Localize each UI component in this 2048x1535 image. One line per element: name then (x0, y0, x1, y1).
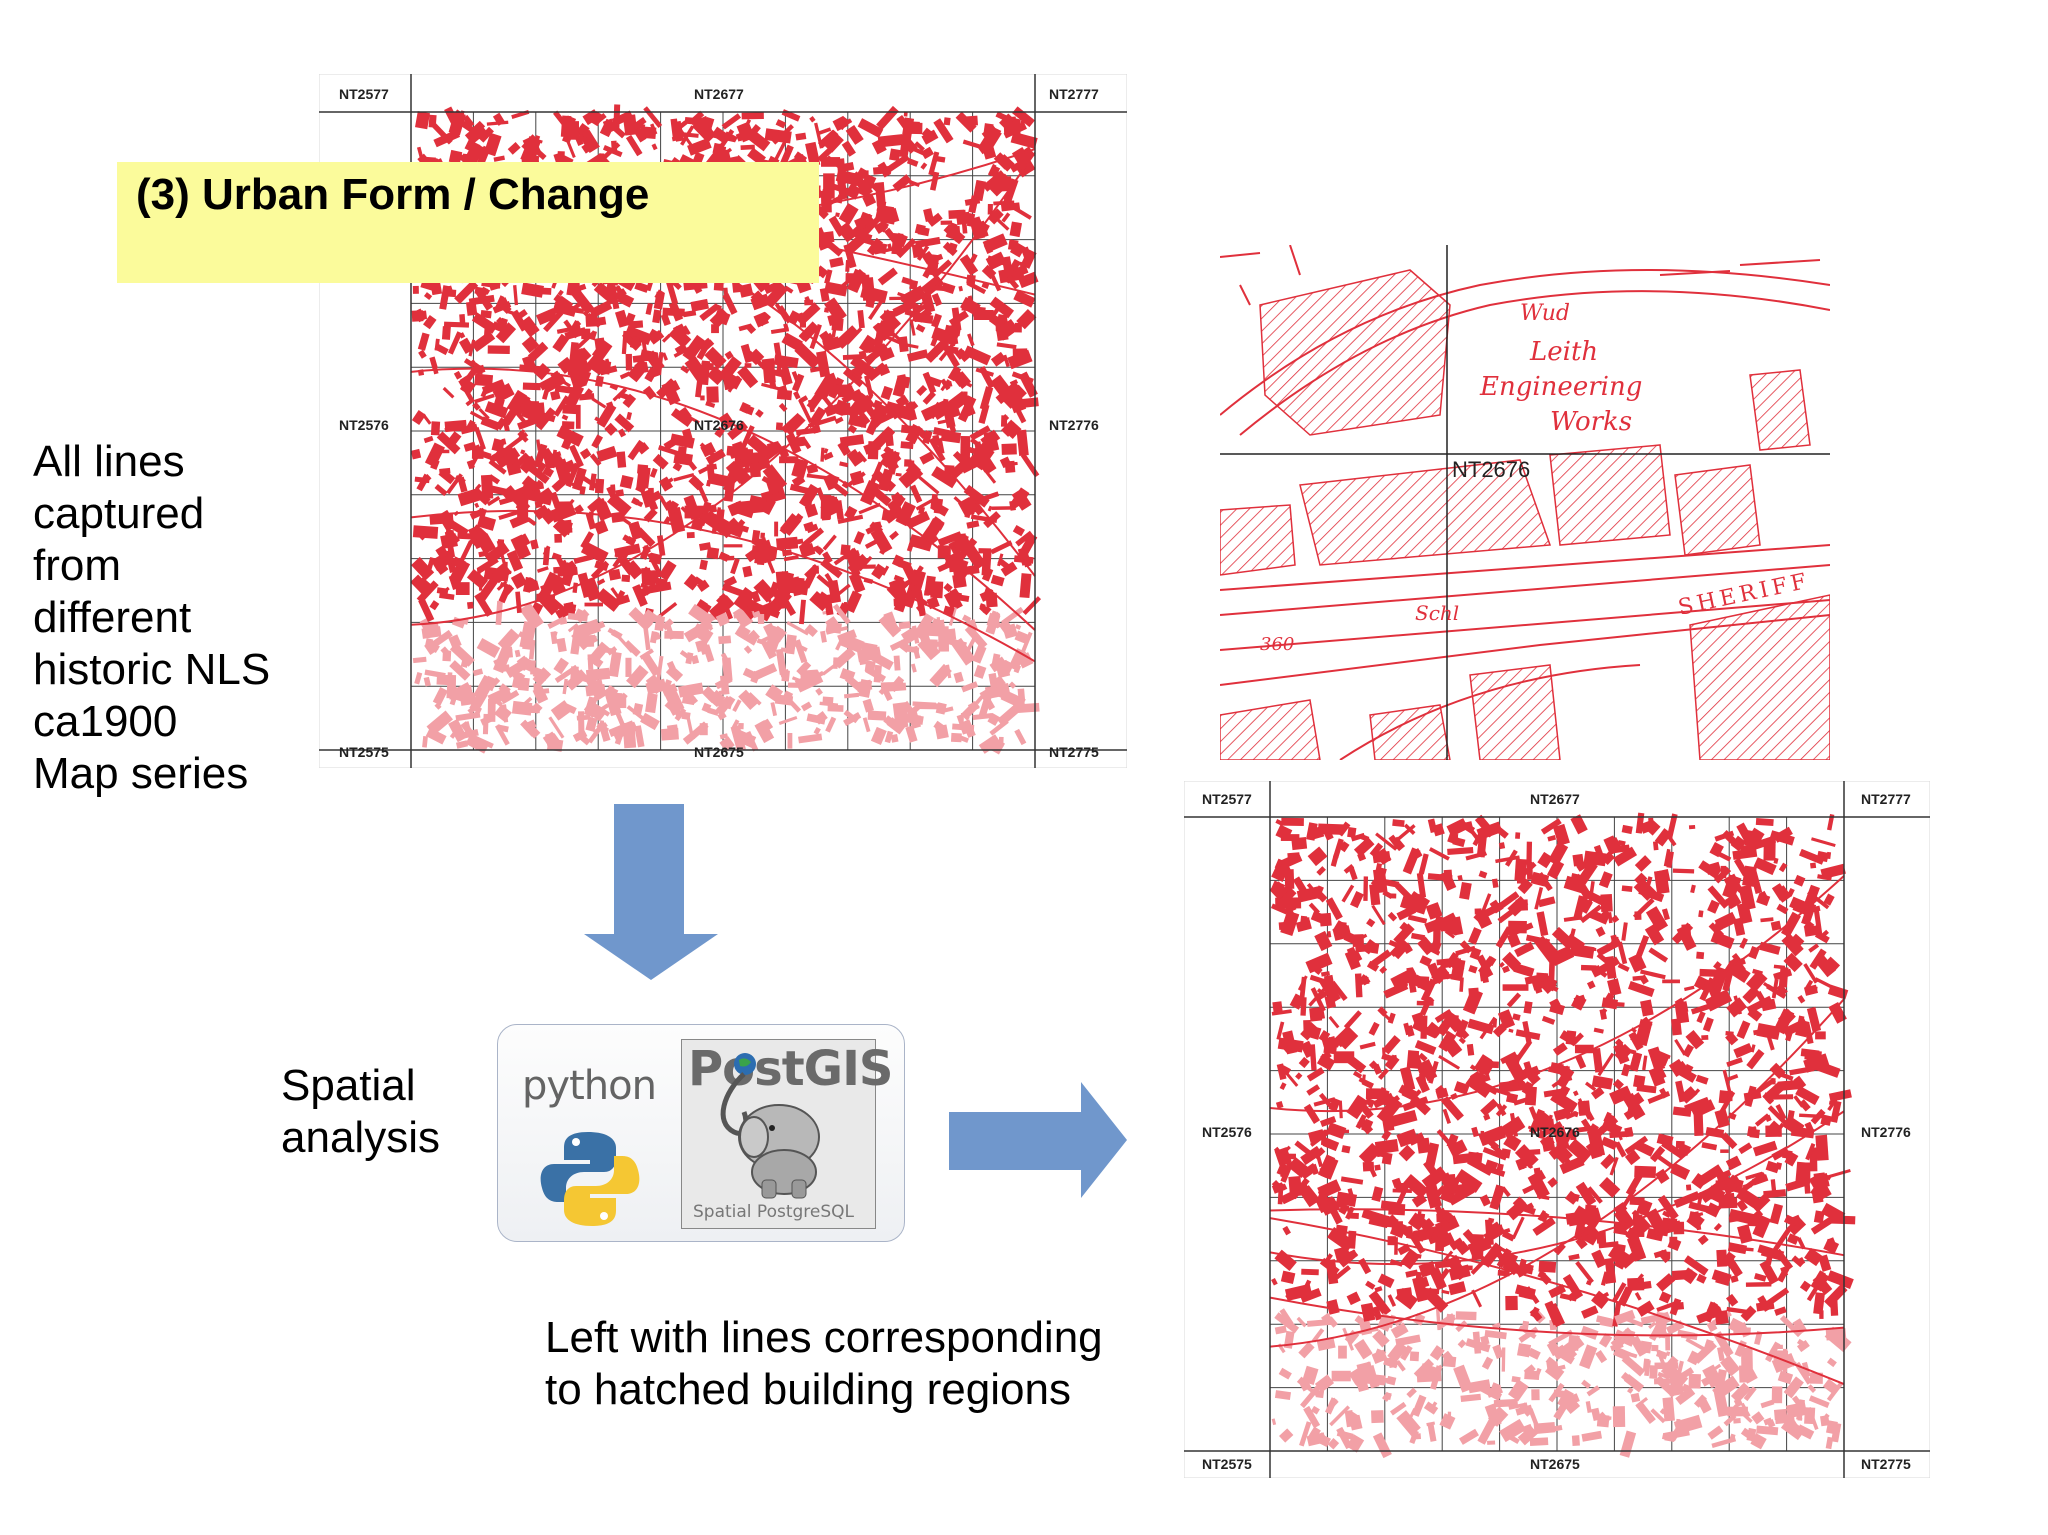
postgis-elephant-icon (704, 1052, 834, 1207)
bottom-caption-line: to hatched building regions (545, 1365, 1071, 1414)
tile-label-nt2777: NT2777 (1049, 86, 1099, 102)
tile-label-nt2776: NT2776 (1861, 1124, 1911, 1140)
postgis-wordmark: PostGIS (688, 1041, 893, 1097)
spatial-line: Spatial (281, 1061, 416, 1110)
right-arrow (949, 1082, 1127, 1203)
down-arrow (584, 804, 718, 985)
tile-label-nt2577: NT2577 (1202, 791, 1252, 807)
result-map: NT2577 NT2677 NT2777 NT2576 NT2676 NT277… (1184, 781, 1930, 1478)
handwriting-number: 360 (1260, 634, 1294, 655)
tile-label-nt2675: NT2675 (1530, 1456, 1580, 1472)
left-caption: All lines captured from different histor… (33, 436, 323, 800)
left-caption-line: Map series (33, 749, 249, 798)
tile-label-nt2575: NT2575 (339, 744, 389, 760)
left-caption-line: from (33, 541, 121, 590)
tile-label-nt2676: NT2676 (1530, 1124, 1580, 1140)
detail-tile-label: NT2676 (1452, 457, 1530, 482)
tile-label-nt2777: NT2777 (1861, 791, 1911, 807)
handwriting-road: Wud (1520, 301, 1570, 326)
handwriting-engineering: Engineering (1479, 372, 1642, 402)
left-caption-line: historic NLS (33, 645, 271, 694)
bottom-caption-line: Left with lines corresponding (545, 1313, 1103, 1362)
tile-label-nt2677: NT2677 (694, 86, 744, 102)
python-wordmark: python (522, 1063, 657, 1109)
left-caption-line: All lines (33, 437, 185, 486)
handwriting-works: Works (1550, 407, 1632, 437)
tile-label-nt2575: NT2575 (1202, 1456, 1252, 1472)
tile-label-nt2576: NT2576 (339, 417, 389, 433)
spatial-line: analysis (281, 1113, 440, 1162)
tile-label-nt2775: NT2775 (1049, 744, 1099, 760)
tile-label-nt2776: NT2776 (1049, 417, 1099, 433)
title-box (117, 162, 819, 283)
left-caption-line: ca1900 (33, 697, 178, 746)
left-caption-line: captured (33, 489, 205, 538)
tile-label-nt2677: NT2677 (1530, 791, 1580, 807)
python-logo-icon (540, 1130, 640, 1233)
handwriting-school: Schl (1415, 601, 1459, 625)
handwriting-leith: Leith (1529, 337, 1598, 367)
spatial-analysis-label: Spatial analysis (281, 1060, 440, 1164)
detail-map: NT2676 Leith Engineering Works SHERIFF W… (1220, 245, 1830, 760)
postgis-subtitle: Spatial PostgreSQL (693, 1202, 855, 1222)
tile-label-nt2675: NT2675 (694, 744, 744, 760)
tile-label-nt2676: NT2676 (694, 417, 744, 433)
tile-label-nt2775: NT2775 (1861, 1456, 1911, 1472)
bottom-caption: Left with lines corresponding to hatched… (545, 1312, 1103, 1416)
tile-label-nt2577: NT2577 (339, 86, 389, 102)
left-caption-line: different (33, 593, 192, 642)
tile-label-nt2576: NT2576 (1202, 1124, 1252, 1140)
slide-title: (3) Urban Form / Change (136, 170, 650, 219)
